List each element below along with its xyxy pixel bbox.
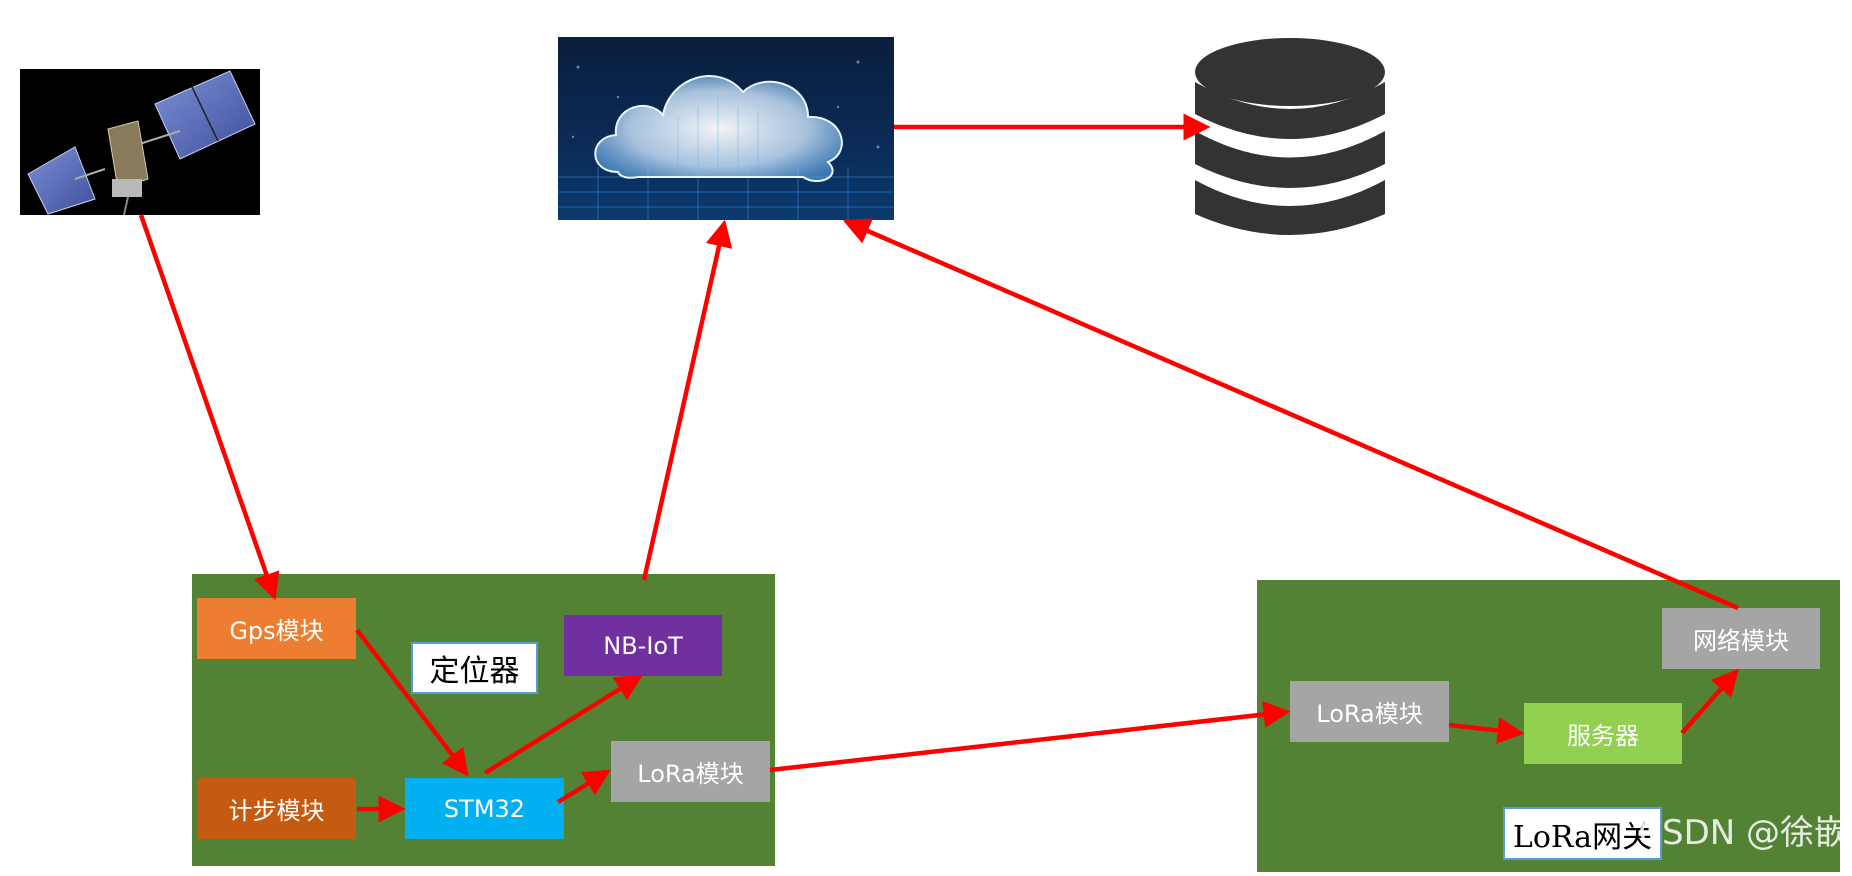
cloud-image — [558, 37, 894, 220]
database-image — [1193, 36, 1387, 247]
satellite-image — [20, 69, 260, 215]
nbiot-module: NB-IoT — [564, 615, 722, 676]
gps-module: Gps模块 — [197, 598, 356, 659]
locator-caption: 定位器 — [411, 642, 538, 694]
lora-module-locator: LoRa模块 — [611, 741, 770, 802]
watermark: CSDN @徐嵌 — [1638, 813, 1848, 853]
arrow-network-to-cloud — [842, 218, 1739, 611]
database-icon — [1195, 38, 1385, 235]
satellite-icon — [27, 70, 256, 215]
network-module: 网络模块 — [1662, 608, 1820, 669]
pedometer-module: 计步模块 — [197, 778, 356, 839]
arrow-satellite-to-gps — [138, 214, 280, 601]
cloud-icon — [558, 60, 894, 220]
arrow-gateway-lora-to-server — [1448, 717, 1525, 744]
arrow-nbiot-to-cloud — [641, 219, 733, 581]
gateway-caption: LoRa网关 — [1503, 807, 1662, 860]
arrow-lora-to-gateway-lora — [769, 701, 1291, 773]
server-module: 服务器 — [1524, 703, 1682, 764]
lora-module-gateway: LoRa模块 — [1290, 681, 1449, 742]
arrow-server-to-network — [1680, 668, 1739, 735]
arrow-stm32-to-lora — [556, 769, 611, 804]
arrow-gps-to-stm32 — [355, 628, 469, 777]
stm32-module: STM32 — [405, 778, 564, 839]
arrow-stm32-to-nbiot — [483, 674, 643, 775]
